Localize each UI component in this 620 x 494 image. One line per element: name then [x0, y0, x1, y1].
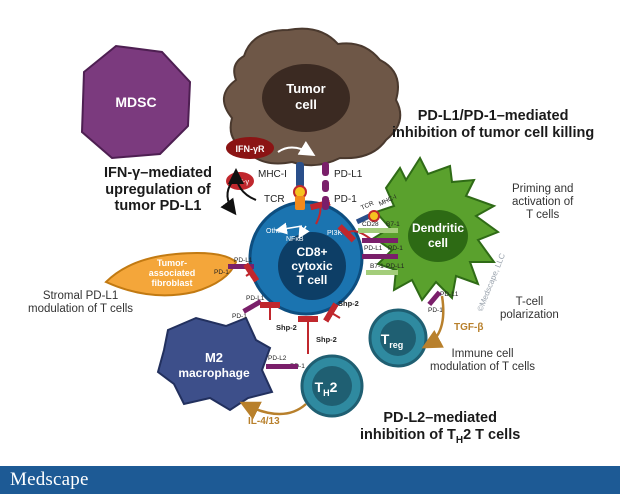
pi3k-label: PI3K: [327, 230, 343, 237]
tumor-label-line-2: cell: [295, 97, 317, 112]
pdl1-tumor-label: PD-L1: [334, 169, 363, 180]
tumor-cell: Tumor cell: [223, 27, 402, 167]
nfkb-label: NFκB: [286, 236, 304, 243]
note-polarization-line-1: T-cell: [515, 296, 544, 308]
cd8-label-line-3: T cell: [297, 273, 328, 287]
th2-tail: 2: [330, 379, 338, 395]
fibroblast-pdl1-label: PD-L1: [234, 257, 253, 264]
mdsc-label: MDSC: [115, 94, 156, 110]
note-priming-line-3: T cells: [526, 209, 560, 222]
fibroblast-label-line-1: Tumor-: [157, 258, 187, 268]
note-priming-line-2: activation of: [512, 196, 574, 209]
cytokine-arrows: TGF-β IL-4/13: [239, 295, 483, 427]
svg-text:TH2: TH2: [315, 379, 338, 398]
shp2-label-3: Shp-2: [338, 299, 359, 308]
heading-pdl1-pd1-line-1: PD-L1/PD-1–mediated: [417, 108, 569, 124]
m2-pd1-label: PD-1: [232, 313, 247, 320]
tumor-label-line-1: Tumor: [286, 81, 325, 96]
note-stromal: Stromal PD-L1 modulation of T cells: [28, 290, 133, 316]
cd8-label-line-2: cytoxic: [291, 259, 333, 273]
m2-pdl1-label: PD-L1: [246, 295, 265, 302]
note-immune-line-1: Immune cell: [451, 348, 514, 360]
th2-cell: TH2: [300, 354, 364, 418]
shp2-label-1: Shp-2: [276, 323, 297, 332]
th2-sub: H: [323, 388, 330, 398]
heading-pdl2-line-2b: 2 T cells: [463, 426, 521, 443]
dendritic-cell: Dendritic cell: [372, 155, 501, 302]
tgf-beta-label: TGF-β: [454, 322, 483, 333]
shp2-label-2: Shp-2: [316, 335, 337, 344]
ifn-gamma-label: IFN-γ: [231, 177, 250, 186]
note-immune: Immune cell modulation of T cells: [430, 348, 535, 374]
treg-cell: Treg PD-L1 PD-1: [368, 290, 459, 368]
pd-l1-pathway-diagram: MDSC Tumor cell IFN-γR IFN-γ CD8+ cytoxi…: [80, 27, 507, 427]
pd1-dc-label: PD-1: [388, 245, 403, 252]
fibroblast-cell: Tumor- associated fibroblast PD-1 PD-L1: [104, 252, 254, 297]
fibroblast-label-line-2: associated: [149, 268, 196, 278]
note-priming-line-1: Priming and: [512, 183, 574, 195]
m2-macrophage: M2 macrophage PD-L1 PD-1 PD-L2 PD-1: [156, 295, 305, 412]
note-stromal-line-1: Stromal PD-L1: [42, 290, 119, 302]
th2-main: T: [315, 379, 324, 395]
mdsc-cell: MDSC: [80, 44, 192, 160]
heading-ifn: IFN-γ–mediated upregulation of tumor PD-…: [104, 165, 212, 215]
heading-pdl2-line-2a: inhibition of T: [360, 426, 456, 443]
m2-pdl2-label: PD-L2: [268, 355, 287, 362]
footer-bar: Medscape: [0, 466, 620, 494]
heading-pdl1-pd1-line-2: inhibition of tumor cell killing: [392, 124, 595, 141]
note-priming: Priming and activation of T cells: [512, 183, 573, 223]
treg-pd1-label: PD-1: [428, 307, 443, 314]
dendritic-label-line-1: Dendritic: [412, 221, 464, 235]
treg-sub: reg: [389, 340, 403, 350]
dendritic-synapse: TCR MHC-I CD28 B7-1 PD-L1 PD-1 B7-1 PD-L…: [355, 193, 405, 275]
dendritic-label-line-2: cell: [428, 236, 448, 250]
medscape-logo[interactable]: Medscape: [10, 469, 89, 490]
heading-ifn-line-1: IFN-γ–mediated: [104, 165, 212, 181]
note-polarization: T-cell polarization: [500, 296, 559, 322]
m2-label-line-1: M2: [205, 350, 223, 365]
ifn-gamma-loop: IFN-γR IFN-γ: [220, 137, 316, 216]
tcr-label: TCR: [264, 194, 285, 205]
cd8-label-line-1: CD8+: [296, 245, 327, 259]
cd8-t-cell: CD8+ cytoxic T cell Other NFκB PI3K: [248, 199, 373, 316]
b71-label-top: B7-1: [386, 221, 400, 228]
fibroblast-pd1-label: PD-1: [214, 269, 229, 276]
heading-pdl1-pd1: PD-L1/PD-1–mediated inhibition of tumor …: [392, 108, 594, 141]
ifn-gamma-r-label: IFN-γR: [236, 144, 266, 154]
note-polarization-line-2: polarization: [500, 309, 559, 322]
b71-label-bottom: B7-1: [370, 263, 384, 270]
treg-pdl1-label: PD-L1: [440, 291, 459, 298]
note-immune-line-2: modulation of T cells: [430, 361, 536, 374]
cd28-label: CD28: [362, 221, 379, 228]
svg-text:Treg: Treg: [381, 331, 404, 350]
dc-tcr-label: TCR: [360, 200, 375, 212]
heading-pdl2: PD-L2–mediated inhibition of TH2 T cells: [360, 410, 520, 446]
tumor-synapse: MHC-I TCR PD-L1 PD-1: [258, 162, 363, 210]
mhc1-label: MHC-I: [258, 169, 287, 180]
treg-main: T: [381, 331, 390, 347]
pdl1-dc-label-1: PD-L1: [364, 245, 383, 252]
fibroblast-label-line-3: fibroblast: [151, 278, 192, 288]
note-stromal-line-2: modulation of T cells: [28, 303, 134, 316]
heading-ifn-line-3: tumor PD-L1: [114, 198, 202, 215]
il413-label: IL-4/13: [248, 416, 280, 427]
pd1-tumor-label: PD-1: [334, 194, 357, 205]
m2-label-line-2: macrophage: [178, 366, 250, 380]
inhibition-lines: Shp-2 Shp-2 Shp-2: [243, 262, 359, 354]
heading-pdl2-line-2: inhibition of TH2 T cells: [360, 427, 520, 446]
heading-pdl2-line-1: PD-L2–mediated: [383, 410, 497, 426]
heading-ifn-line-2: upregulation of: [105, 181, 211, 198]
pdl1-dc-label-2: PD-L1: [386, 263, 405, 270]
heading-pdl2-sub: H: [455, 434, 464, 446]
